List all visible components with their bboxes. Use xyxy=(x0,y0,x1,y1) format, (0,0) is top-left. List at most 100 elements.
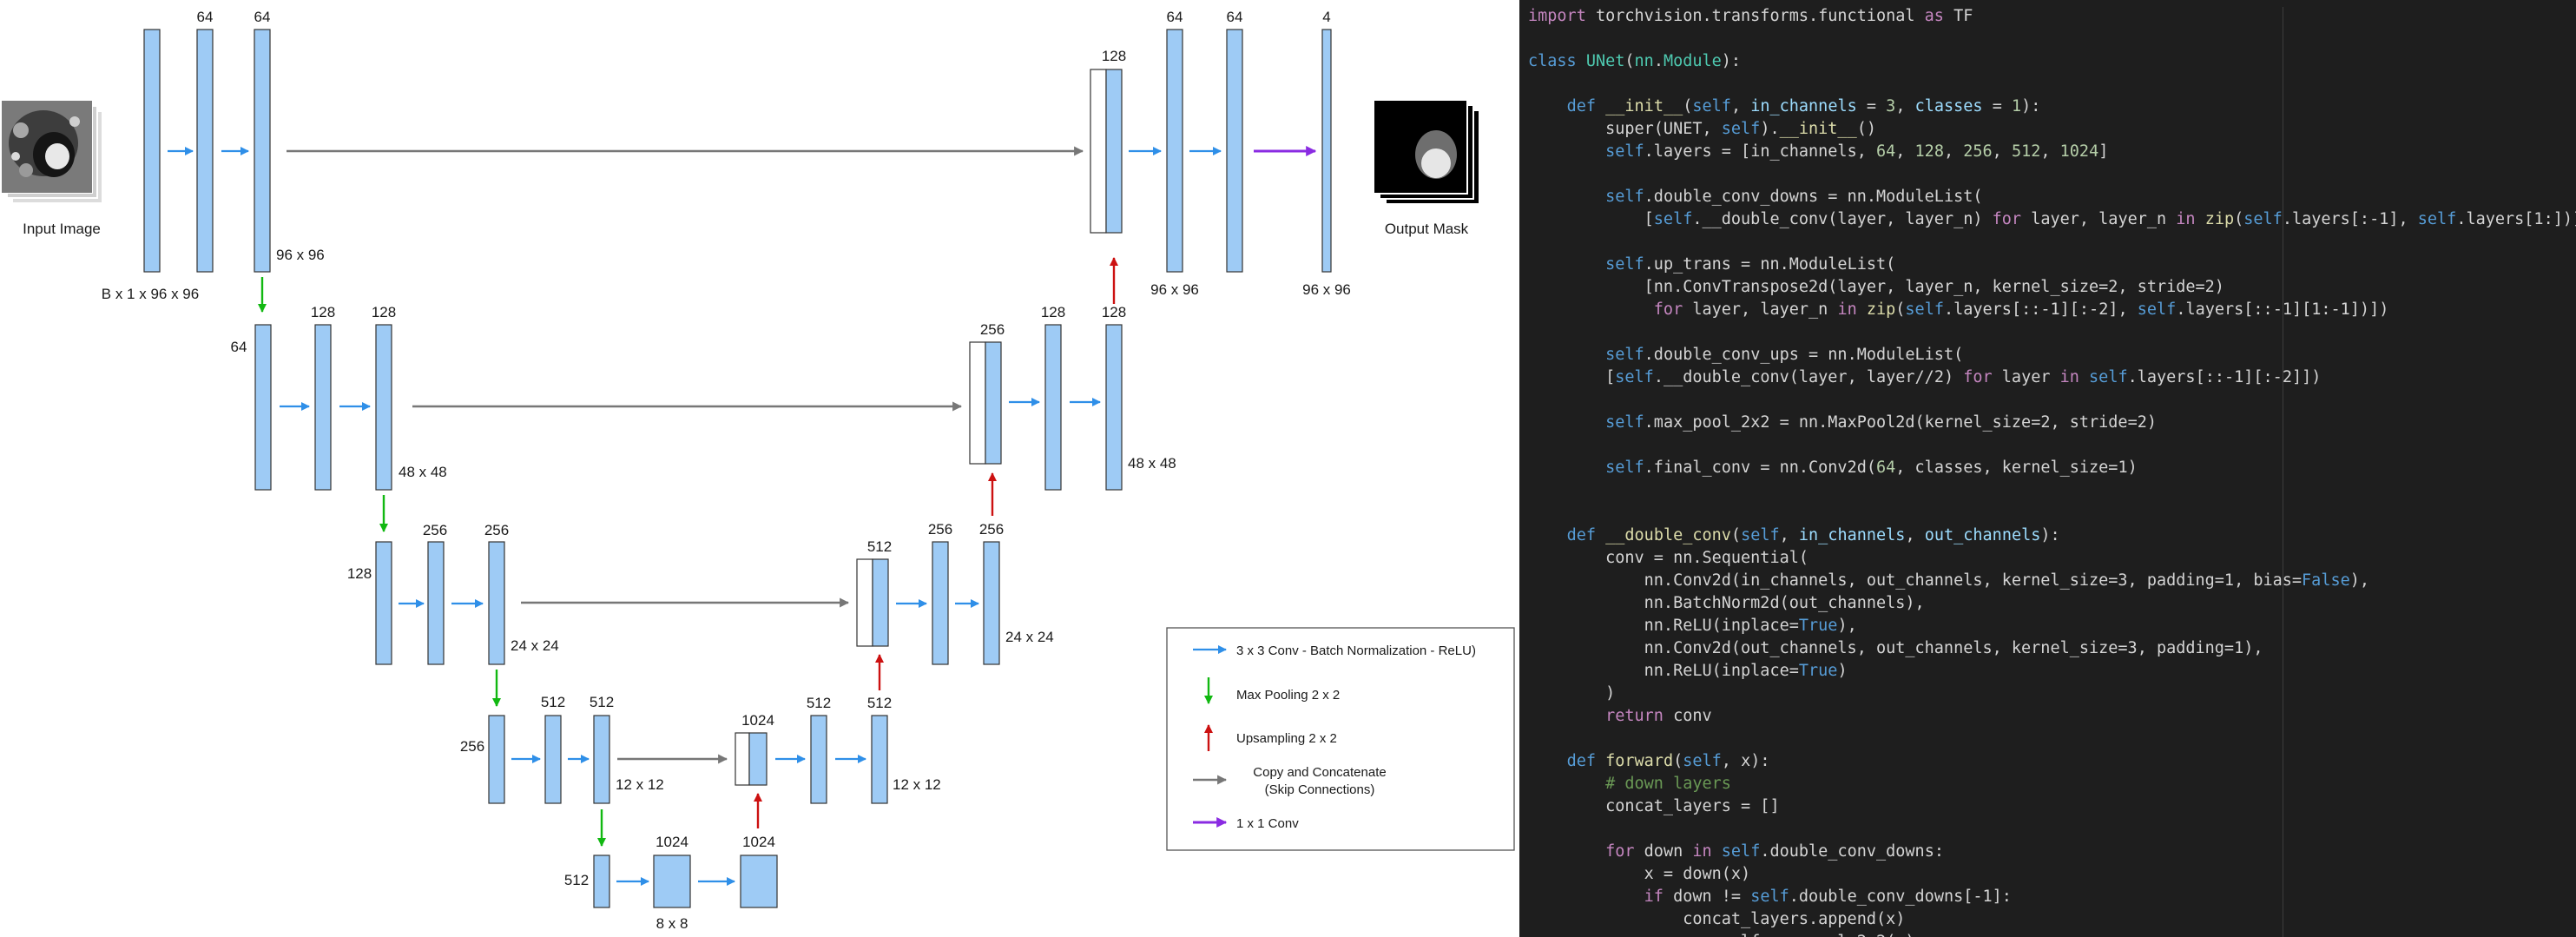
code-token: nn xyxy=(1634,52,1654,70)
feature-map xyxy=(375,324,392,491)
code-token: torchvision.transforms.functional xyxy=(1585,7,1925,25)
code-token xyxy=(1528,255,1605,274)
code-token: = xyxy=(1856,97,1887,115)
code-token: if xyxy=(1644,888,1664,906)
code-token: self xyxy=(1605,459,1644,477)
code-token: self xyxy=(1605,142,1644,161)
concat-feature-map xyxy=(735,732,750,786)
code-token: ( xyxy=(1730,526,1742,544)
code-token: .layers[::-1][:-2]]) xyxy=(2127,368,2322,386)
code-token: 128 xyxy=(1914,142,1944,161)
feature-map xyxy=(143,29,161,273)
code-token: as xyxy=(1924,7,1944,25)
code-listing: import torchvision.transforms.functional… xyxy=(1528,5,2576,937)
channel-label: 512 xyxy=(564,872,589,888)
code-token: self xyxy=(1615,368,1654,386)
code-token: , xyxy=(1779,526,1799,544)
code-token: .up_trans = nn.ModuleList( xyxy=(1644,255,1896,274)
code-token: class xyxy=(1528,52,1577,70)
code-line: x = down(x) xyxy=(1528,863,2576,886)
channel-label: 128 xyxy=(311,304,335,320)
channel-label: 512 xyxy=(541,694,565,710)
code-token: nn.Conv2d(in_channels, out_channels, ker… xyxy=(1528,571,2303,590)
code-token: ) xyxy=(1528,684,1616,703)
code-token: () xyxy=(1856,120,1876,138)
size-label: 96 x 96 xyxy=(276,247,325,263)
code-token: __init__ xyxy=(1779,120,1857,138)
feature-map xyxy=(985,341,1002,465)
code-token: in xyxy=(1692,842,1712,861)
code-token: for xyxy=(1653,300,1683,319)
code-line: self.double_conv_downs = nn.ModuleList( xyxy=(1528,186,2576,208)
code-token: , xyxy=(1730,97,1751,115)
code-token xyxy=(1528,752,1567,770)
code-line xyxy=(1528,502,2576,525)
legend-skip-sublabel: (Skip Connections) xyxy=(1265,782,1375,797)
concat-feature-map xyxy=(969,341,986,465)
code-line: def forward(self, x): xyxy=(1528,750,2576,773)
feature-map xyxy=(1226,29,1243,273)
feature-map xyxy=(544,715,562,804)
feature-map xyxy=(653,855,691,908)
channel-label: 256 xyxy=(460,738,484,755)
code-token: [ xyxy=(1528,368,1616,386)
feature-map xyxy=(932,541,949,665)
channel-label: 1024 xyxy=(656,834,688,850)
feature-map xyxy=(872,558,889,647)
code-token: , xyxy=(1895,97,1915,115)
code-token: .layers[:-1], xyxy=(2282,210,2418,228)
code-line xyxy=(1528,728,2576,750)
code-line xyxy=(1528,389,2576,412)
code-line: def __init__(self, in_channels = 3, clas… xyxy=(1528,96,2576,118)
code-token xyxy=(2196,210,2205,228)
code-token: __init__ xyxy=(1605,97,1683,115)
code-token: ( xyxy=(2234,210,2244,228)
code-token: self xyxy=(1605,255,1644,274)
code-token: ] xyxy=(2098,142,2109,161)
code-token: . xyxy=(1653,52,1664,70)
feature-map xyxy=(1166,29,1183,273)
feature-map xyxy=(375,541,392,665)
code-line: def __double_conv(self, in_channels, out… xyxy=(1528,525,2576,547)
legend: 3 x 3 Conv - Batch Normalization - ReLU)… xyxy=(1166,627,1515,851)
code-token: .layers[1:])]) xyxy=(2456,210,2576,228)
code-token: concat_layers = [] xyxy=(1528,797,1780,815)
code-token: , xyxy=(1943,142,1964,161)
code-token: 3 xyxy=(1886,97,1896,115)
code-token: nn.ReLU(inplace= xyxy=(1528,662,1799,680)
channel-label: 128 xyxy=(347,565,372,582)
code-token xyxy=(1596,97,1605,115)
code-token: layer, layer_n xyxy=(1683,300,1838,319)
code-token: ( xyxy=(1895,300,1906,319)
code-token: self xyxy=(1905,300,1944,319)
code-line: nn.Conv2d(in_channels, out_channels, ker… xyxy=(1528,570,2576,592)
code-token xyxy=(1528,526,1567,544)
code-token: True xyxy=(1798,662,1838,680)
code-token: ) xyxy=(1837,662,1848,680)
code-line: for down in self.double_conv_downs: xyxy=(1528,841,2576,863)
code-token: [nn.ConvTranspose2d(layer, layer_n, kern… xyxy=(1528,278,2224,296)
feature-map xyxy=(1321,29,1332,273)
code-token xyxy=(1528,888,1644,906)
code-line xyxy=(1528,818,2576,841)
legend-conv-label: 3 x 3 Conv - Batch Normalization - ReLU) xyxy=(1236,643,1476,658)
code-token: , xyxy=(1992,142,2012,161)
code-token: self xyxy=(1683,752,1722,770)
concat-feature-map xyxy=(1090,69,1107,234)
code-token: .double_conv_downs[-1]: xyxy=(1789,888,2012,906)
code-token: self xyxy=(1750,888,1789,906)
code-line: conv = nn.Sequential( xyxy=(1528,547,2576,570)
feature-map xyxy=(488,541,505,665)
code-token: True xyxy=(1798,617,1838,635)
feature-map xyxy=(1044,324,1062,491)
feature-map xyxy=(593,855,610,908)
code-token: ), xyxy=(1837,617,1857,635)
code-token: TF xyxy=(1943,7,1973,25)
code-line: concat_layers.append(x) xyxy=(1528,908,2576,931)
code-token xyxy=(1528,188,1605,206)
channel-label: 4 xyxy=(1322,9,1330,25)
code-token xyxy=(1528,413,1605,432)
code-token: self xyxy=(1721,120,1761,138)
code-token xyxy=(1528,300,1654,319)
code-token: nn.BatchNorm2d(out_channels), xyxy=(1528,594,1925,612)
